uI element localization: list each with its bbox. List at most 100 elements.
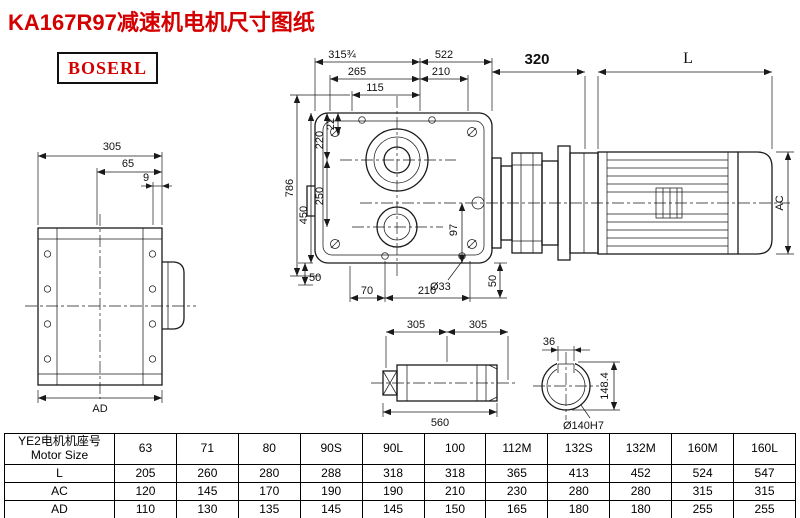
cell: 260 bbox=[175, 464, 239, 483]
cell: 315 bbox=[733, 482, 796, 501]
dim-315: 315¾ bbox=[328, 49, 356, 61]
dim-305-b: 305 bbox=[469, 319, 487, 331]
dim-560: 560 bbox=[431, 417, 449, 429]
cell: 190 bbox=[299, 482, 363, 501]
cell: 318 bbox=[423, 464, 487, 483]
dim-210-top: 210 bbox=[432, 66, 450, 78]
dim-50-right: 50 bbox=[487, 275, 499, 287]
dim-97: 97 bbox=[448, 224, 460, 236]
cell: 255 bbox=[671, 500, 735, 518]
dim-50-left: 50 bbox=[309, 272, 321, 284]
cell: 145 bbox=[299, 500, 363, 518]
col-header: 90L bbox=[361, 433, 425, 465]
table-corner-en: Motor Size bbox=[30, 448, 89, 462]
cell: 280 bbox=[237, 464, 301, 483]
table-row-AC: AC 120 145 170 190 190 210 230 280 280 3… bbox=[4, 482, 796, 501]
main-view bbox=[306, 96, 493, 278]
cell: 205 bbox=[114, 464, 177, 483]
cell: 120 bbox=[114, 482, 177, 501]
cell: 180 bbox=[547, 500, 611, 518]
shaft-end-dimensions: 36 148.4 Ø140H7 bbox=[542, 336, 620, 432]
motor-dimensions: 320 L AC bbox=[492, 50, 794, 255]
left-view bbox=[25, 214, 196, 399]
col-header: 132M bbox=[609, 433, 673, 465]
dim-70: 70 bbox=[361, 285, 373, 297]
cell: 180 bbox=[609, 500, 673, 518]
dim-265: 265 bbox=[348, 66, 366, 78]
table-row-AD: AD 110 130 135 145 145 150 165 180 180 2… bbox=[4, 500, 796, 518]
cell: 110 bbox=[114, 500, 177, 518]
col-header: 160M bbox=[671, 433, 735, 465]
left-view-dimensions: 305 65 9 AD bbox=[37, 141, 172, 415]
dim-450: 450 bbox=[298, 206, 310, 224]
cell: 150 bbox=[423, 500, 487, 518]
shaft-end-view bbox=[533, 352, 599, 420]
motor-view bbox=[360, 145, 790, 261]
cell: 210 bbox=[423, 482, 487, 501]
dim-65: 65 bbox=[122, 158, 134, 170]
hollow-shaft-view bbox=[371, 364, 516, 402]
col-header: 100 bbox=[423, 433, 487, 465]
cell: 547 bbox=[733, 464, 796, 483]
output-boss bbox=[162, 261, 185, 330]
cell: 130 bbox=[175, 500, 239, 518]
col-header: 80 bbox=[237, 433, 301, 465]
col-header: 90S bbox=[299, 433, 363, 465]
dim-diameter-140H7: Ø140H7 bbox=[563, 420, 604, 432]
col-header: 160L bbox=[733, 433, 796, 465]
dim-AD: AD bbox=[92, 403, 107, 415]
fan-cover bbox=[738, 151, 773, 255]
cell: 165 bbox=[485, 500, 549, 518]
cell: 315 bbox=[671, 482, 735, 501]
dim-148-4: 148.4 bbox=[599, 372, 611, 400]
dim-9: 9 bbox=[143, 172, 149, 184]
cell: 318 bbox=[361, 464, 425, 483]
dim-305-left-view: 305 bbox=[103, 141, 121, 153]
cell: 280 bbox=[547, 482, 611, 501]
hollow-shaft-dimensions: 305 305 560 bbox=[382, 319, 509, 429]
cell: 230 bbox=[485, 482, 549, 501]
cell: 365 bbox=[485, 464, 549, 483]
motor-size-table: YE2电机机座号 Motor Size 63 71 80 90S 90L 100… bbox=[4, 433, 796, 518]
cell: 452 bbox=[609, 464, 673, 483]
col-header: 71 bbox=[175, 433, 239, 465]
cell: 170 bbox=[237, 482, 301, 501]
cell: 190 bbox=[361, 482, 425, 501]
brand-logo: BOSERL bbox=[57, 52, 158, 84]
table-header-row: YE2电机机座号 Motor Size 63 71 80 90S 90L 100… bbox=[4, 433, 796, 465]
col-header: 132S bbox=[547, 433, 611, 465]
dim-305-a: 305 bbox=[407, 319, 425, 331]
cell: 255 bbox=[733, 500, 796, 518]
col-header: 112M bbox=[485, 433, 549, 465]
col-header: 63 bbox=[114, 433, 177, 465]
dim-22: 22 bbox=[325, 118, 337, 130]
dim-115: 115 bbox=[366, 82, 384, 94]
row-label: AC bbox=[4, 482, 115, 501]
cell: 145 bbox=[175, 482, 239, 501]
dim-36: 36 bbox=[543, 336, 555, 348]
dim-522: 522 bbox=[435, 49, 453, 61]
page-title: KA167R97减速机电机尺寸图纸 bbox=[8, 10, 315, 35]
dim-210-bottom: 210 bbox=[418, 285, 436, 297]
table-corner-cell: YE2电机机座号 Motor Size bbox=[4, 433, 115, 465]
technical-drawing: 305 65 9 AD bbox=[25, 49, 794, 432]
bolt-holes bbox=[43, 250, 157, 363]
table-row-L: L 205 260 280 288 318 318 365 413 452 52… bbox=[4, 464, 796, 483]
cell: 280 bbox=[609, 482, 673, 501]
cell: 524 bbox=[671, 464, 735, 483]
dim-320: 320 bbox=[524, 51, 549, 68]
dim-786: 786 bbox=[284, 179, 296, 197]
dim-L: L bbox=[683, 50, 693, 67]
cell: 145 bbox=[361, 500, 425, 518]
dim-AC: AC bbox=[774, 195, 786, 210]
table-corner-cn: YE2电机机座号 bbox=[18, 434, 101, 449]
cell: 288 bbox=[299, 464, 363, 483]
main-view-dimensions: 315¾ 522 265 210 115 22 220 250 450 786 … bbox=[284, 49, 507, 302]
row-label: AD bbox=[4, 500, 115, 518]
dim-diameter-33: Ø33 bbox=[430, 281, 451, 293]
dim-250: 250 bbox=[314, 187, 326, 205]
cell: 413 bbox=[547, 464, 611, 483]
dim-220: 220 bbox=[314, 131, 326, 149]
cell: 135 bbox=[237, 500, 301, 518]
